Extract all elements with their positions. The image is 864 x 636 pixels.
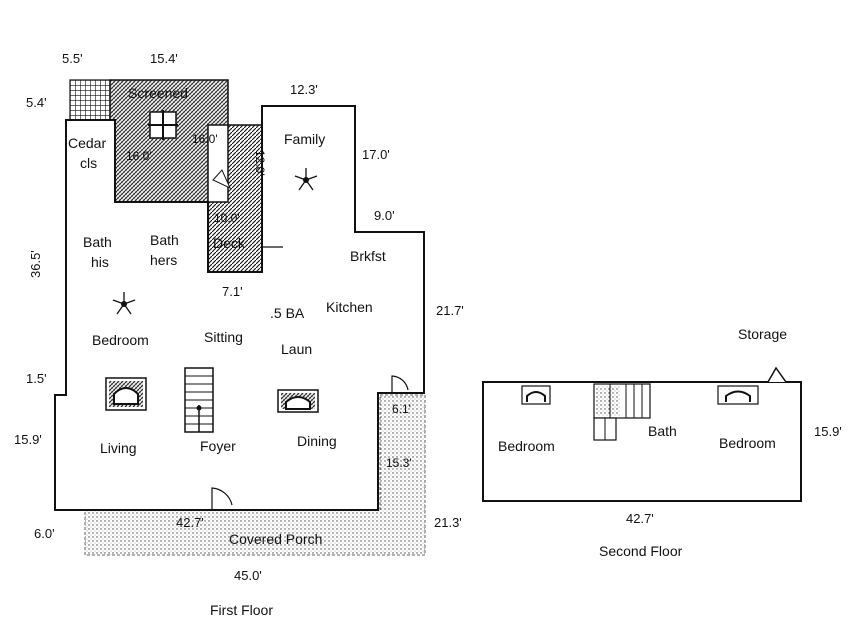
covered-porch xyxy=(84,394,426,556)
room-label-deck: Deck xyxy=(213,235,246,251)
dim-16-0: 16.0' xyxy=(126,149,152,163)
dim-15-3: 15.3' xyxy=(386,456,412,470)
room-label-kitchen: Kitchen xyxy=(326,299,373,315)
dim-5-5: 5.5' xyxy=(62,51,83,66)
screened-window-mark xyxy=(148,110,178,140)
first-floor-caption: First Floor xyxy=(210,602,273,618)
dim-7-1: 7.1' xyxy=(222,284,243,299)
room-label-half-bath: .5 BA xyxy=(270,305,305,321)
dim-12-3: 12.3' xyxy=(290,82,318,97)
room-label-living: Living xyxy=(100,440,137,456)
dim-36-5: 36.5' xyxy=(28,250,43,278)
dim-42-7: 42.7' xyxy=(176,515,204,530)
dim-17-0: 17.0' xyxy=(362,147,390,162)
dim-15-9-second: 15.9' xyxy=(814,424,842,439)
door-icon xyxy=(391,375,409,393)
second-floor: Storage Bedroom Bath Bedroom 15.9' 42.7'… xyxy=(482,326,842,559)
room-label-bath: Bath xyxy=(648,423,677,439)
room-label-laun: Laun xyxy=(281,341,312,357)
second-floor-outline xyxy=(482,381,802,502)
room-label-sitting: Sitting xyxy=(204,329,243,345)
ceiling-fan-icon xyxy=(112,292,136,315)
dim-21-3: 21.3' xyxy=(434,515,462,530)
room-label-hers: hers xyxy=(150,252,177,268)
room-label-screened: Screened xyxy=(128,85,188,101)
dim-10-0: 10.0' xyxy=(214,211,240,225)
room-label-family: Family xyxy=(284,131,325,147)
fireplace-icon xyxy=(105,377,147,411)
fireplace-icon xyxy=(521,385,551,405)
room-label-bath-hers: Bath xyxy=(150,232,179,248)
dim-9-0: 9.0' xyxy=(374,208,395,223)
room-label-dining: Dining xyxy=(297,433,337,449)
dim-16-0b: 16.0' xyxy=(192,132,218,146)
dim-15-9: 15.9' xyxy=(14,432,42,447)
door-icon xyxy=(212,169,232,190)
dim-45-0: 45.0' xyxy=(234,568,262,583)
cedar-closet-grid xyxy=(69,79,111,121)
dim-6-0: 6.0' xyxy=(34,526,55,541)
room-label-his: his xyxy=(91,254,109,270)
room-label-cls: cls xyxy=(80,155,97,171)
fireplace-icon xyxy=(277,389,319,413)
room-label-brkfst: Brkfst xyxy=(350,248,386,264)
dim-5-4: 5.4' xyxy=(26,95,47,110)
dim-1-5: 1.5' xyxy=(26,371,47,386)
room-label-cedar: Cedar xyxy=(68,135,106,151)
first-floor: Cedar cls Screened Family Bath his Bath … xyxy=(14,51,464,618)
front-door-icon xyxy=(211,487,233,510)
stairs-icon xyxy=(184,367,214,433)
room-label-covered-porch: Covered Porch xyxy=(229,531,322,547)
room-label-bath-his: Bath xyxy=(83,234,112,250)
second-floor-caption: Second Floor xyxy=(599,543,683,559)
dim-6-1: 6.1' xyxy=(392,402,411,416)
dim-42-7-second: 42.7' xyxy=(626,511,654,526)
storage-notch xyxy=(767,366,787,383)
stairs-icon xyxy=(593,383,651,441)
room-label-foyer: Foyer xyxy=(200,438,236,454)
room-label-bedroom: Bedroom xyxy=(92,332,149,348)
dim-21-7: 21.7' xyxy=(436,303,464,318)
first-floor-outline xyxy=(54,105,425,511)
dim-15-4: 15.4' xyxy=(150,51,178,66)
fireplace-icon xyxy=(717,385,759,405)
ceiling-fan-icon xyxy=(294,168,318,191)
room-label-storage: Storage xyxy=(738,326,787,342)
room-label-bedroom-right: Bedroom xyxy=(719,435,776,451)
dim-12-0: 12.0' xyxy=(253,150,267,176)
room-label-bedroom-left: Bedroom xyxy=(498,438,555,454)
